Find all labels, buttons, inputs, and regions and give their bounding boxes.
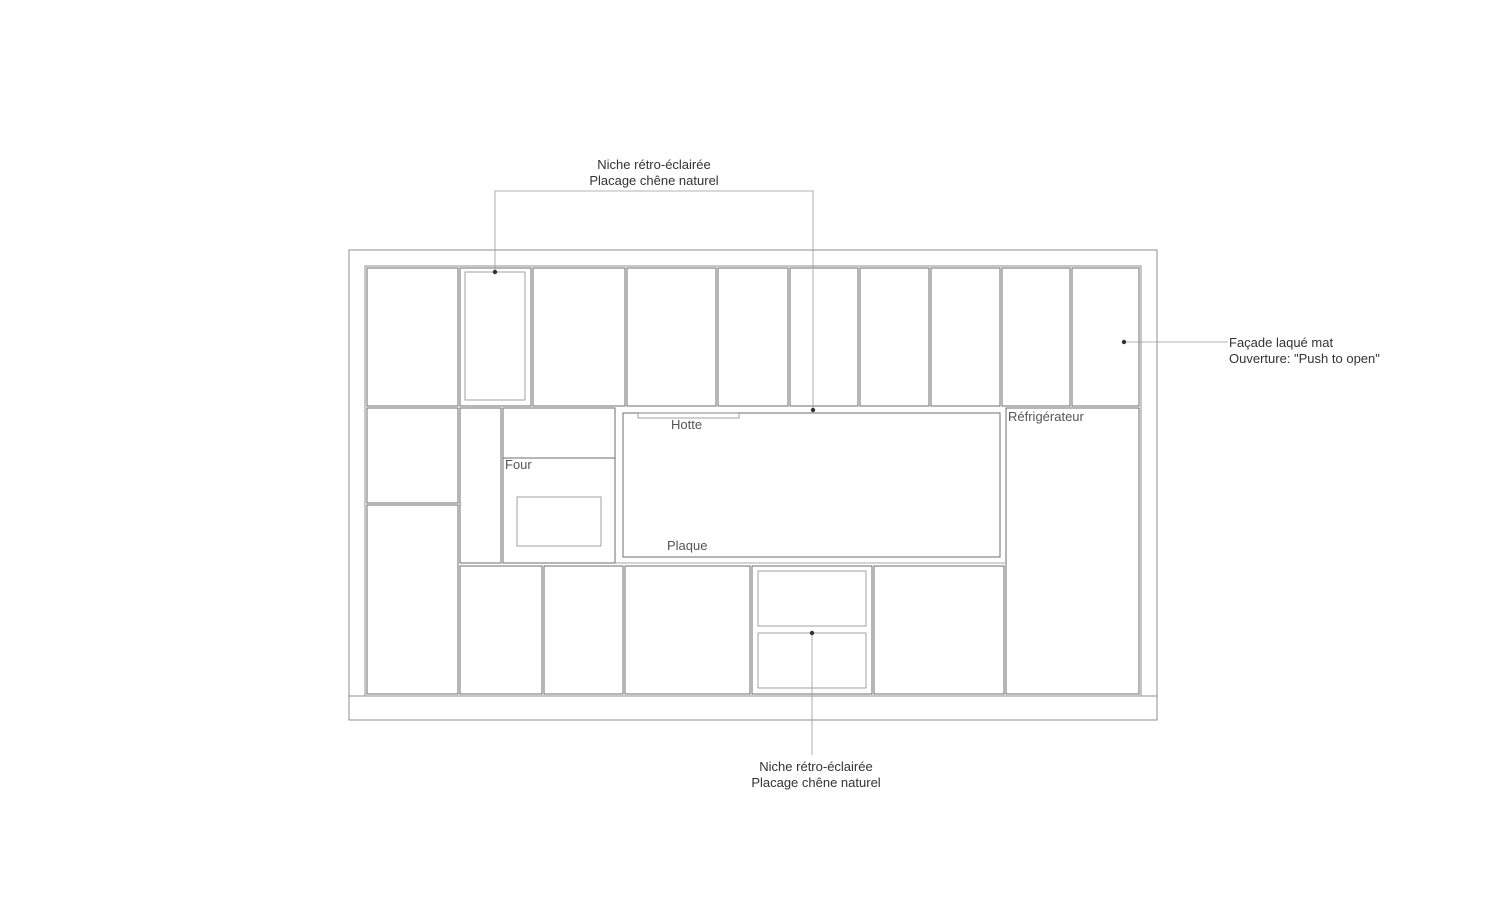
- fridge-label: Réfrigérateur: [1008, 409, 1085, 424]
- upper-cabinet: [789, 267, 859, 407]
- top-callout-leader: [494, 190, 814, 410]
- upper-cabinet: [930, 267, 1001, 407]
- base-cabinet: [624, 565, 751, 695]
- backlit-niche-upper-shelf: [757, 570, 867, 627]
- top-callout-line2: Placage chêne naturel: [589, 173, 718, 188]
- oven-top-cabinet: [502, 407, 616, 459]
- upper-cabinet: [366, 267, 459, 407]
- leader-dot: [809, 630, 815, 636]
- upper-cabinet-facade: [1071, 267, 1140, 407]
- oven-window: [516, 496, 602, 547]
- fridge-door: [1005, 407, 1140, 695]
- hob-niche: [622, 412, 1001, 558]
- oven-label: Four: [505, 457, 532, 472]
- upper-cabinet: [859, 267, 930, 407]
- hood-strip: [637, 412, 740, 419]
- upper-cabinet: [532, 267, 626, 407]
- bottom-callout-line1: Niche rétro-éclairée: [759, 759, 872, 774]
- upper-cabinet-row: [366, 267, 1140, 407]
- hood-label: Hotte: [671, 417, 702, 432]
- base-cabinet: [873, 565, 1005, 695]
- leader-dot: [810, 407, 816, 413]
- cabinet-carcass: [364, 265, 1142, 697]
- upper-cabinet: [626, 267, 717, 407]
- upper-cabinet: [717, 267, 789, 407]
- oven-housing: [502, 457, 616, 564]
- upper-cabinet: [1001, 267, 1071, 407]
- outer-frame: [348, 249, 1158, 721]
- leader-dot: [492, 269, 498, 275]
- base-cabinet-row: [459, 565, 1005, 695]
- backlit-niche-top: [464, 271, 526, 401]
- base-cabinet: [459, 565, 543, 695]
- bottom-callout-line2: Placage chêne naturel: [751, 775, 880, 790]
- narrow-cabinet: [459, 407, 502, 564]
- base-cabinet: [543, 565, 624, 695]
- right-callout-line2: Ouverture: "Push to open": [1229, 351, 1380, 366]
- hob-label: Plaque: [667, 538, 707, 553]
- left-cabinet-lower: [366, 504, 459, 695]
- top-callout-line1: Niche rétro-éclairée: [597, 157, 710, 172]
- upper-cabinet-niche: [459, 267, 532, 407]
- left-cabinet-upper: [366, 407, 459, 504]
- leader-dot: [1121, 339, 1127, 345]
- right-callout-line1: Façade laqué mat: [1229, 335, 1333, 350]
